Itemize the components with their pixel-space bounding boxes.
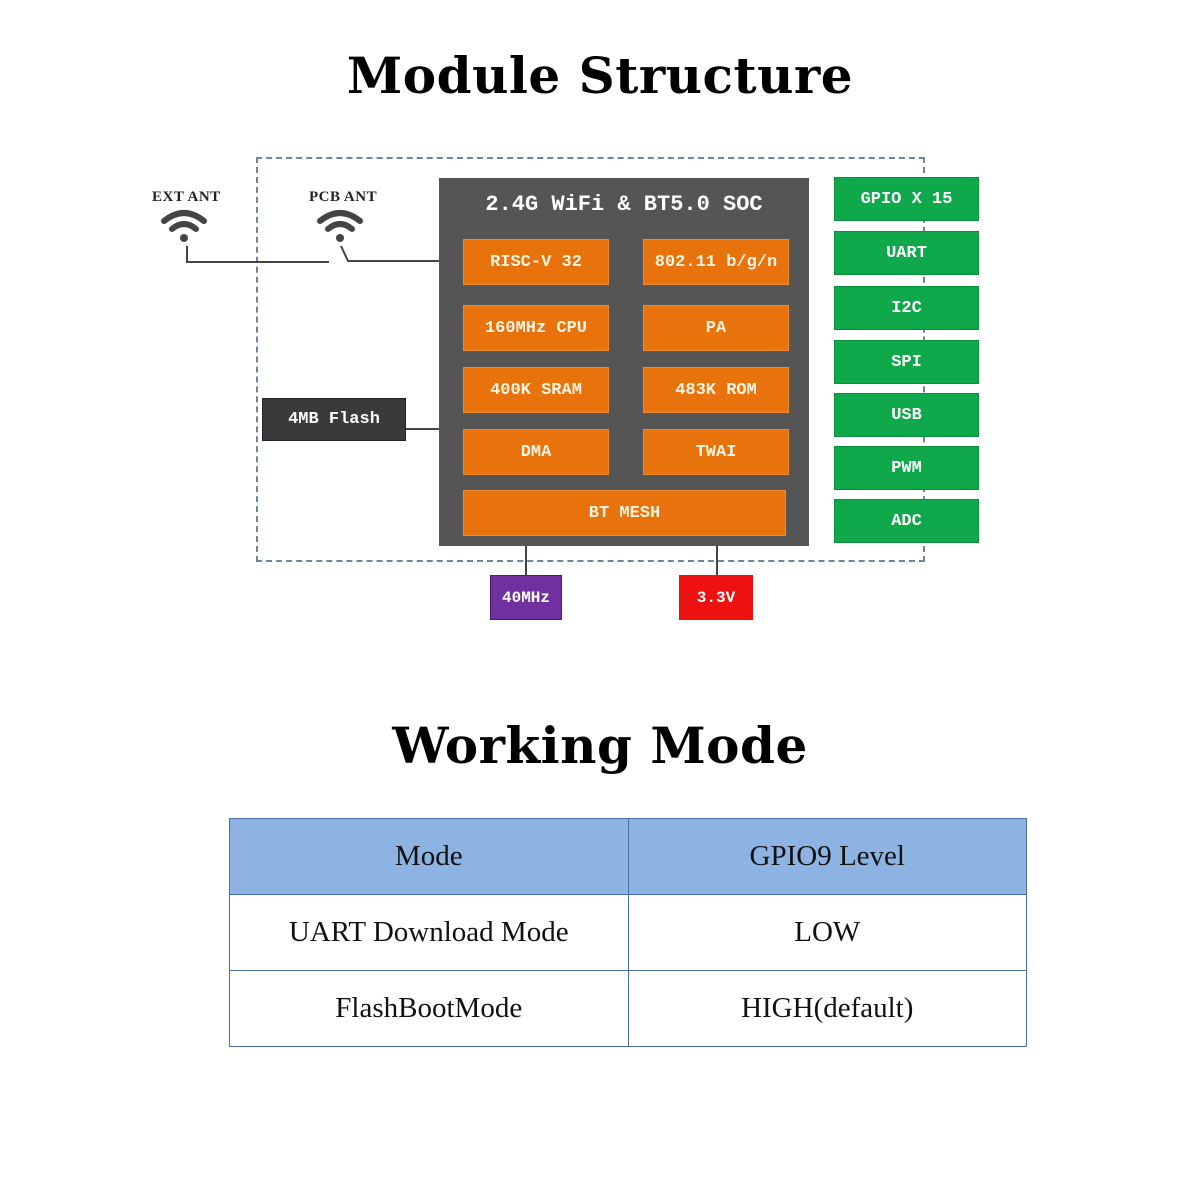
cell-mode: FlashBootMode <box>229 970 629 1047</box>
block-twai: TWAI <box>643 429 789 475</box>
pcb-ant-line <box>340 245 439 262</box>
power-block: 3.3V <box>679 575 753 620</box>
block-rom: 483K ROM <box>643 367 789 413</box>
header-gpio9-level: GPIO9 Level <box>627 818 1027 895</box>
wifi-icon <box>161 210 207 242</box>
block-risc-v: RISC-V 32 <box>463 239 609 285</box>
soc-block: 2.4G WiFi & BT5.0 SOC RISC-V 32 802.11 b… <box>439 178 809 546</box>
pcb-ant-label: PCB ANT <box>309 189 378 205</box>
periph-i2c: I2C <box>834 286 979 330</box>
header-mode: Mode <box>229 818 629 895</box>
ext-ant-line <box>186 246 188 262</box>
table-row: UART Download Mode LOW <box>229 894 1027 971</box>
flash-block: 4MB Flash <box>262 398 406 441</box>
power-line <box>716 546 718 575</box>
block-cpu: 160MHz CPU <box>463 305 609 351</box>
soc-title: 2.4G WiFi & BT5.0 SOC <box>485 192 763 217</box>
clock-block: 40MHz <box>490 575 562 620</box>
flash-line <box>406 428 439 430</box>
table-header-row: Mode GPIO9 Level <box>229 818 1027 895</box>
periph-pwm: PWM <box>834 446 979 490</box>
cell-level: LOW <box>627 894 1027 971</box>
working-mode-table: Mode GPIO9 Level UART Download Mode LOW … <box>229 818 1027 1047</box>
ext-ant-line <box>186 261 329 263</box>
clock-line <box>525 546 527 575</box>
block-dma: DMA <box>463 429 609 475</box>
block-wifi-standard: 802.11 b/g/n <box>643 239 789 285</box>
wifi-icon <box>317 210 363 242</box>
periph-usb: USB <box>834 393 979 437</box>
table-row: FlashBootMode HIGH(default) <box>229 970 1027 1047</box>
working-mode-title: Working Mode <box>392 716 808 775</box>
periph-uart: UART <box>834 231 979 275</box>
periph-gpio: GPIO X 15 <box>834 177 979 221</box>
module-structure-title: Module Structure <box>346 46 854 105</box>
cell-level: HIGH(default) <box>627 970 1027 1047</box>
block-pa: PA <box>643 305 789 351</box>
ext-ant-label: EXT ANT <box>152 189 221 205</box>
periph-adc: ADC <box>834 499 979 543</box>
block-sram: 400K SRAM <box>463 367 609 413</box>
block-bt-mesh: BT MESH <box>463 490 786 536</box>
periph-spi: SPI <box>834 340 979 384</box>
cell-mode: UART Download Mode <box>229 894 629 971</box>
